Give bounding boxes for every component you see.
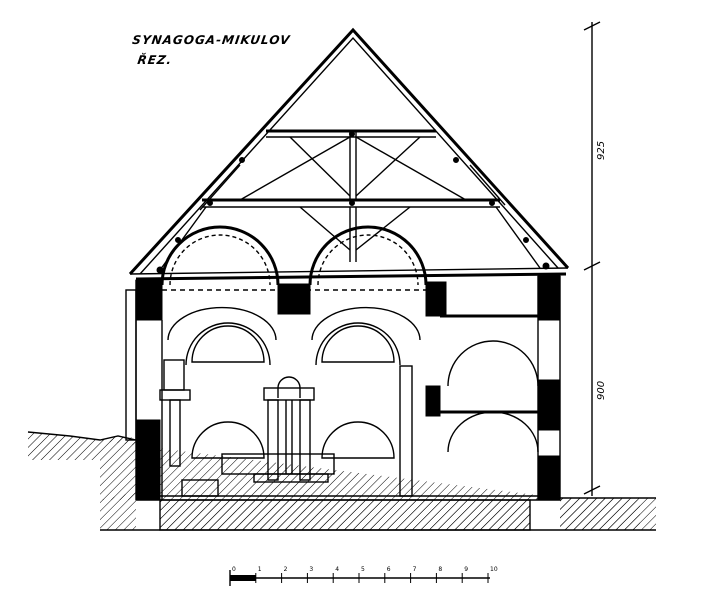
scale-tick-label: 6 xyxy=(387,566,391,573)
scale-tick-label: 1 xyxy=(258,566,262,573)
columns xyxy=(159,359,413,497)
scale-tick-label: 9 xyxy=(464,566,468,573)
scale-tick-label: 2 xyxy=(284,566,288,573)
scale-bar: 0 1 2 3 4 5 6 7 8 9 10 xyxy=(229,566,498,586)
scale-tick-label: 3 xyxy=(309,566,313,573)
scale-tick-label: 10 xyxy=(490,566,498,573)
scale-tick-label: 4 xyxy=(335,566,339,573)
scale-tick-label: 5 xyxy=(361,566,365,573)
dimension-line: 925 900 xyxy=(583,21,607,496)
ground-hatch xyxy=(27,431,656,531)
roof-height-label: 925 xyxy=(596,141,607,160)
scale-tick-label: 0 xyxy=(232,566,236,573)
vaults xyxy=(160,225,428,291)
drawing-subtitle: ŘEZ. xyxy=(137,52,174,67)
wall-height-label: 900 xyxy=(596,381,607,400)
lunettes xyxy=(167,306,539,459)
scale-tick-label: 8 xyxy=(438,566,442,573)
scale-tick-label: 7 xyxy=(413,566,417,573)
drawing-title: SYNAGOGA-MIKULOV xyxy=(131,33,292,47)
